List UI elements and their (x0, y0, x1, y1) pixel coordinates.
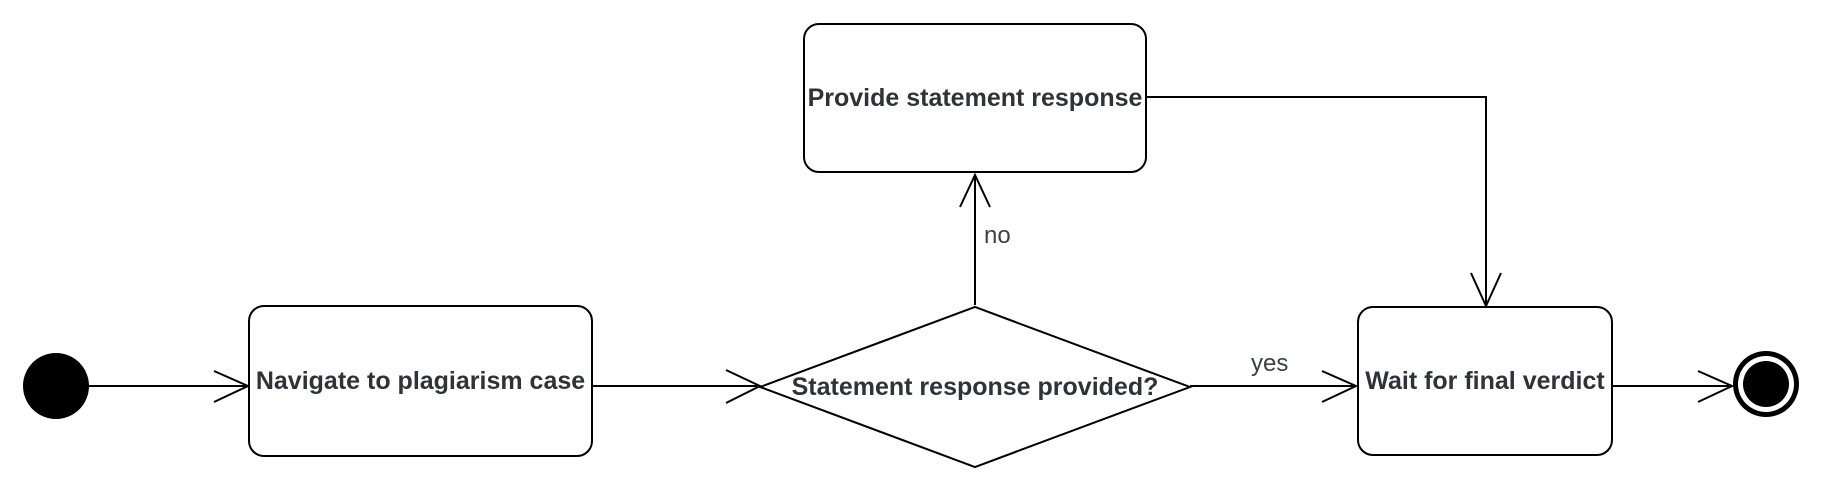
final-node-ring (1738, 356, 1794, 412)
final-node (1733, 351, 1799, 417)
arrowhead-into-wait-left (1321, 370, 1359, 403)
arrowhead-into-provide (959, 172, 991, 208)
activity-label: Wait for final verdict (1365, 367, 1605, 395)
decision-statement-response-provided: Statement response provided? (760, 307, 1190, 467)
edge-provide-to-wait (1147, 96, 1487, 304)
decision-label: Statement response provided? (791, 372, 1159, 401)
activity-wait-for-final-verdict: Wait for final verdict (1357, 306, 1613, 456)
edge-label-yes: yes (1251, 350, 1289, 377)
activity-navigate-to-plagiarism-case: Navigate to plagiarism case (248, 305, 593, 457)
initial-node (23, 353, 89, 419)
activity-label: Provide statement response (807, 84, 1143, 112)
arrowhead-into-final (1697, 370, 1735, 403)
arrowhead-into-decision (725, 369, 763, 404)
edge-label-no: no (984, 222, 1011, 249)
final-node-inner-disc (1743, 361, 1789, 407)
decision-diamond-shape (757, 305, 1193, 469)
activity-label: Navigate to plagiarism case (255, 367, 586, 395)
activity-provide-statement-response: Provide statement response (803, 23, 1147, 173)
